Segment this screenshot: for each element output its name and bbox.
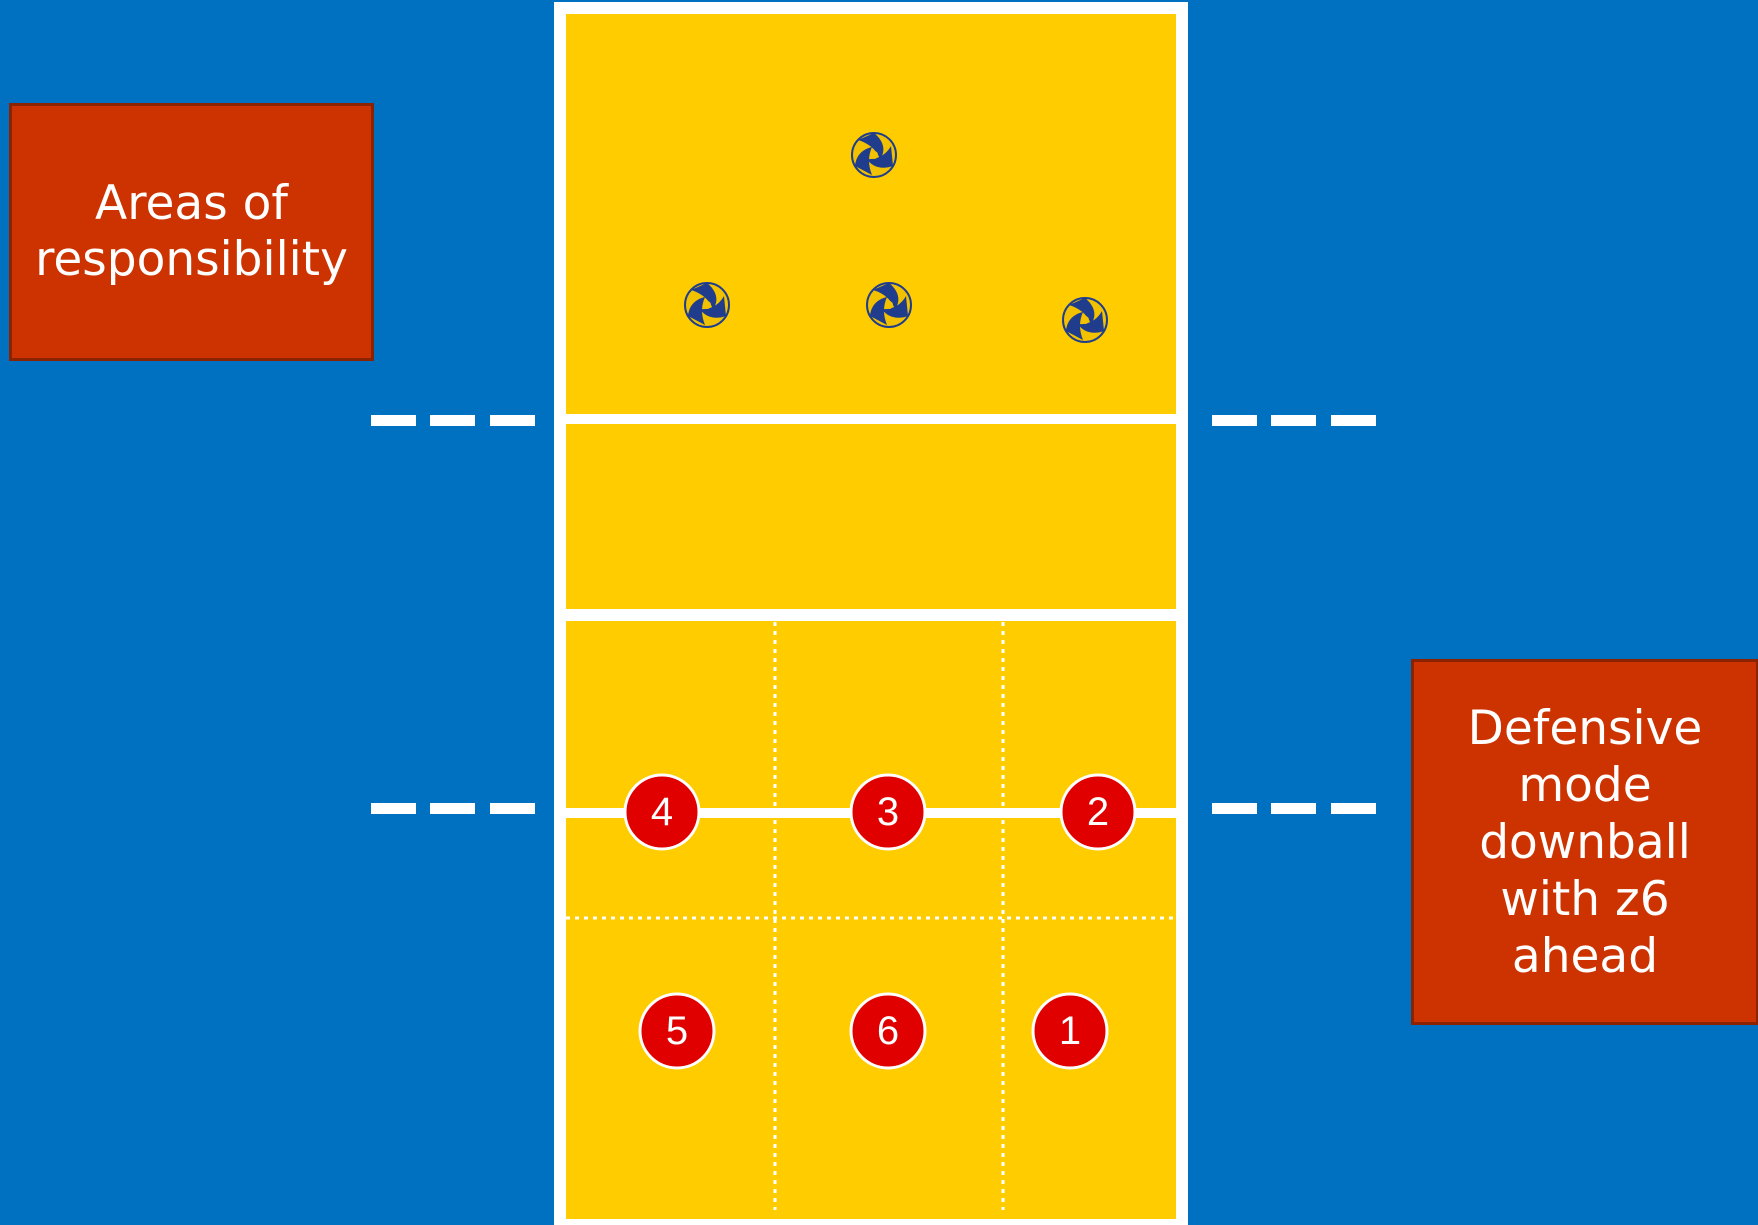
dash-mark [430,803,475,814]
player-number: 2 [1087,790,1109,834]
dash-mark [1212,803,1257,814]
dash-mark [371,803,416,814]
volleyball-icon [684,282,730,328]
player-number: 6 [877,1009,899,1053]
player-2: 2 [1059,773,1137,851]
defensive-mode-label: Defensive mode downball with z6 ahead [1411,659,1758,1025]
dash-mark [371,415,416,426]
dash-mark [1271,803,1316,814]
dash-mark [1212,415,1257,426]
player-6: 6 [849,992,927,1070]
player-5: 5 [638,992,716,1070]
player-number: 4 [651,790,673,834]
dash-mark [1331,803,1376,814]
dash-mark [1331,415,1376,426]
volleyball-icon [1062,297,1108,343]
volleyball-icon [866,282,912,328]
player-3: 3 [849,773,927,851]
areas-of-responsibility-label: Areas of responsibility [9,103,374,361]
dash-mark [1271,415,1316,426]
player-number: 1 [1059,1009,1081,1053]
dashed-markers [371,415,1376,814]
volleyball-icon [851,132,897,178]
dash-mark [430,415,475,426]
player-number: 3 [877,790,899,834]
player-1: 1 [1031,992,1109,1070]
dash-mark [490,803,535,814]
player-4: 4 [623,773,701,851]
dash-mark [490,415,535,426]
player-number: 5 [666,1009,688,1053]
